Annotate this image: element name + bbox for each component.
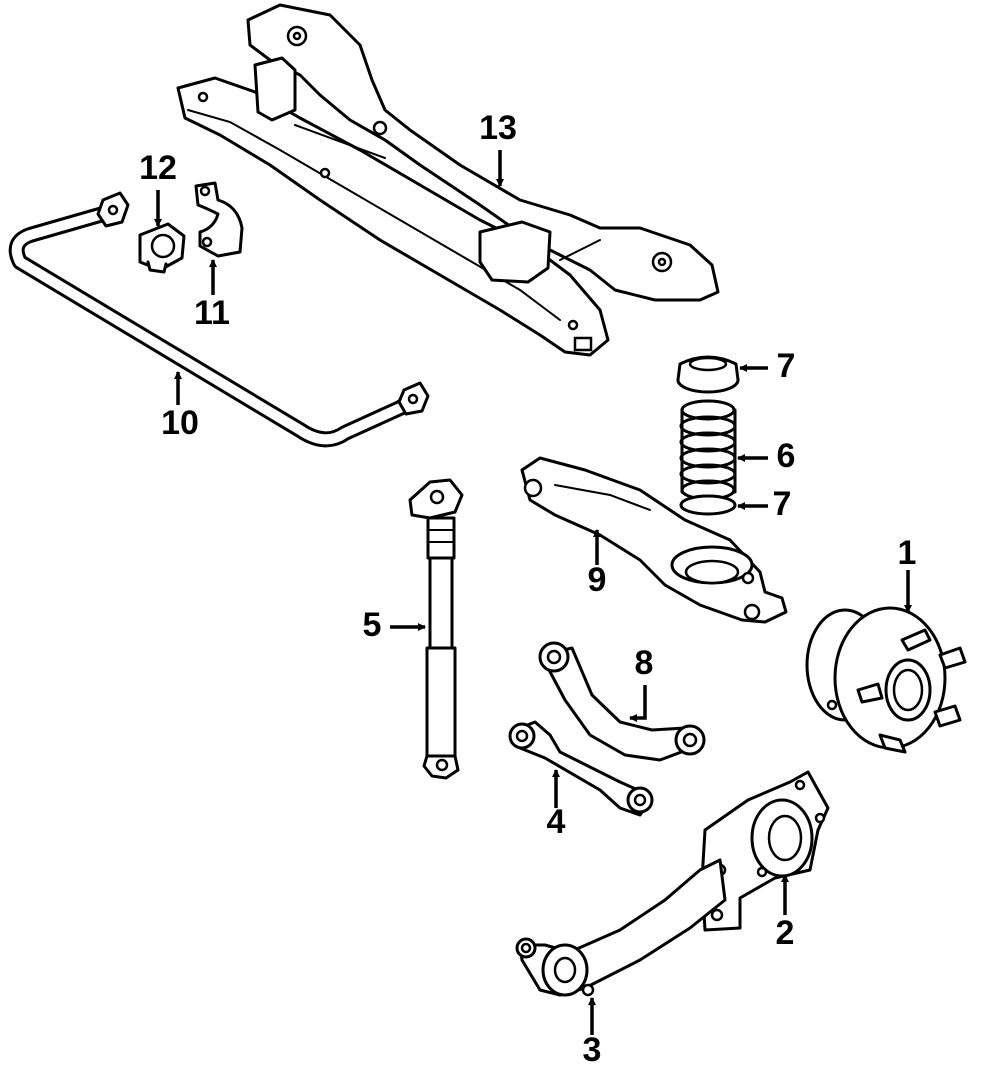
callouts: 1 2 3 4 5 6 7 7 8 9 10 11 12 13 [139, 109, 916, 1069]
callout-3: 3 [583, 1031, 602, 1069]
callout-2: 2 [776, 914, 795, 952]
callout-4: 4 [547, 803, 566, 841]
leader-lines [154, 150, 912, 1035]
upper-control-arm-part[interactable] [538, 641, 706, 762]
callout-13: 13 [479, 109, 517, 147]
stabilizer-bushing-part[interactable] [138, 222, 186, 274]
callout-11: 11 [194, 294, 230, 332]
stabilizer-bracket-part[interactable] [194, 181, 244, 258]
callout-7b: 7 [773, 485, 792, 523]
leader-8 [629, 685, 647, 722]
crossmember-part[interactable] [176, 3, 720, 357]
callout-7a: 7 [777, 347, 796, 385]
trailing-arm-part[interactable] [515, 858, 727, 997]
callout-10: 10 [161, 404, 199, 442]
callout-9: 9 [588, 561, 607, 599]
spring-insulator-lower-part[interactable] [679, 494, 737, 516]
knuckle-part[interactable] [700, 770, 830, 932]
spring-insulator-upper-part[interactable] [676, 355, 740, 394]
coil-spring-part[interactable] [679, 399, 737, 501]
callout-12: 12 [139, 149, 177, 187]
stabilizer-bar-part[interactable] [8, 191, 430, 448]
callout-1: 1 [898, 534, 917, 572]
callout-5: 5 [363, 606, 382, 644]
hub-bearing-part[interactable] [805, 606, 967, 754]
shock-absorber-part[interactable] [408, 478, 464, 780]
lateral-link-part[interactable] [508, 720, 654, 817]
callout-8: 8 [635, 644, 654, 682]
lower-spring-arm-part[interactable] [520, 456, 788, 624]
callout-6: 6 [777, 437, 796, 475]
